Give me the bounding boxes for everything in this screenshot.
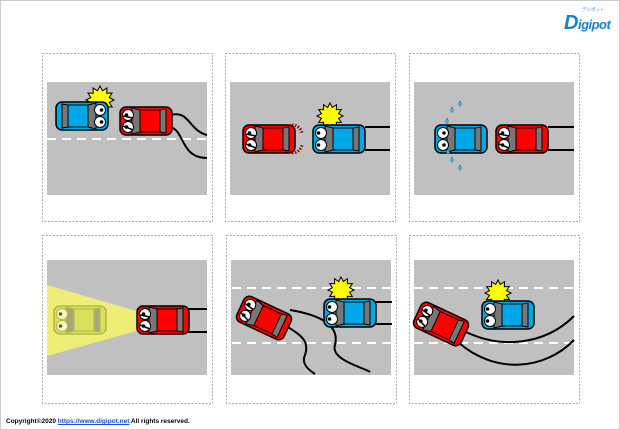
- pupil: [485, 319, 490, 323]
- eye-icon: [326, 301, 338, 313]
- eye-icon: [326, 313, 338, 325]
- blue-car: [323, 298, 377, 328]
- eyebrow: [498, 133, 510, 137]
- red-car: [235, 295, 293, 341]
- pupil: [316, 131, 321, 135]
- sweat-drop-icon: [458, 100, 462, 107]
- pupil: [442, 131, 446, 135]
- windshield: [254, 125, 264, 153]
- rear-window: [159, 108, 167, 134]
- eye-icon: [315, 127, 327, 139]
- windshield: [493, 301, 503, 329]
- red-car: [242, 124, 296, 154]
- eyebrow: [421, 309, 431, 317]
- rear-window: [448, 319, 465, 345]
- rear-window: [93, 307, 101, 333]
- windshield: [245, 299, 264, 326]
- eyebrow: [139, 324, 151, 330]
- pupil: [442, 143, 446, 147]
- panel-near-miss: [409, 53, 580, 222]
- skid-mark: [461, 315, 575, 344]
- skid-mark: [284, 324, 316, 375]
- skid-mark: [289, 309, 371, 373]
- sweat-drop-icon: [450, 106, 454, 113]
- panel-spin-collision: [409, 235, 580, 404]
- eyebrow: [244, 303, 254, 311]
- eyebrow: [122, 125, 134, 131]
- pupil: [327, 317, 332, 321]
- roof-edge: [439, 311, 459, 321]
- ghost-car: [53, 305, 107, 335]
- sweat-drop-icon: [458, 164, 462, 171]
- copyright-text: Copyright©2020: [6, 418, 58, 425]
- logo-text: Digipot: [564, 12, 611, 35]
- eye-icon: [484, 303, 496, 315]
- windshield: [87, 102, 97, 130]
- blue-car: [481, 300, 535, 330]
- skid-mark: [169, 126, 208, 159]
- blue-car: [434, 124, 488, 154]
- eyebrow: [122, 115, 134, 119]
- website-link[interactable]: https://www.digipot.net: [57, 418, 130, 425]
- logo-initial: D: [564, 12, 578, 34]
- sweat-drop-icon: [445, 117, 449, 124]
- rear-window: [271, 313, 288, 339]
- eyebrow: [417, 318, 426, 328]
- rear-window: [61, 103, 69, 129]
- panel-sudden-braking: [225, 53, 396, 222]
- pupil: [99, 120, 104, 124]
- panel-lane-swerve-collision: [226, 235, 397, 404]
- pupil: [99, 108, 104, 112]
- windshield: [131, 107, 141, 135]
- panel-rear-end-collision: [42, 53, 213, 222]
- logo-rest: igipot: [577, 17, 611, 32]
- eyebrow: [245, 133, 257, 137]
- copyright-footer: Copyright©2020 https://www.digipot.net A…: [6, 418, 190, 425]
- brake-sound-icon: [291, 123, 304, 134]
- windshield: [65, 306, 75, 334]
- rear-window: [282, 126, 290, 152]
- windshield: [148, 306, 158, 334]
- rear-window: [535, 126, 543, 152]
- rear-window: [474, 126, 482, 152]
- windshield: [507, 125, 517, 153]
- sweat-drop-icon: [446, 148, 450, 155]
- digipot-logo: デジポット Digipot: [560, 4, 618, 36]
- red-car: [136, 305, 190, 335]
- blue-car: [55, 101, 109, 131]
- windshield: [422, 305, 441, 332]
- logo-subtitle: デジポット: [582, 7, 605, 12]
- eyebrow: [240, 312, 249, 322]
- panel-headlight-glare: [42, 235, 213, 404]
- pupil: [58, 324, 63, 328]
- rear-window: [176, 307, 184, 333]
- eye-icon: [484, 315, 496, 327]
- roof-edge: [430, 330, 450, 341]
- roof-edge: [262, 305, 282, 315]
- pupil: [316, 143, 321, 147]
- red-car: [119, 106, 173, 136]
- windshield: [335, 299, 345, 327]
- windshield: [324, 125, 334, 153]
- windshield: [446, 125, 456, 153]
- eyebrow: [245, 143, 257, 149]
- rear-window: [363, 300, 371, 326]
- rights-text: All rights reserved.: [129, 418, 190, 425]
- brake-sound-icon: [291, 144, 304, 155]
- rear-window: [521, 302, 529, 328]
- pupil: [327, 305, 332, 309]
- sweat-drop-icon: [450, 156, 454, 163]
- blue-car: [312, 124, 366, 154]
- pupil: [485, 307, 490, 311]
- rear-window: [352, 126, 360, 152]
- skid-mark: [169, 113, 208, 136]
- eyebrow: [498, 143, 510, 149]
- eyebrow: [139, 314, 151, 318]
- skid-mark: [457, 339, 575, 366]
- pupil: [58, 312, 63, 316]
- red-car: [495, 124, 549, 154]
- roof-edge: [253, 324, 273, 335]
- red-car: [412, 301, 470, 347]
- eye-icon: [315, 139, 327, 151]
